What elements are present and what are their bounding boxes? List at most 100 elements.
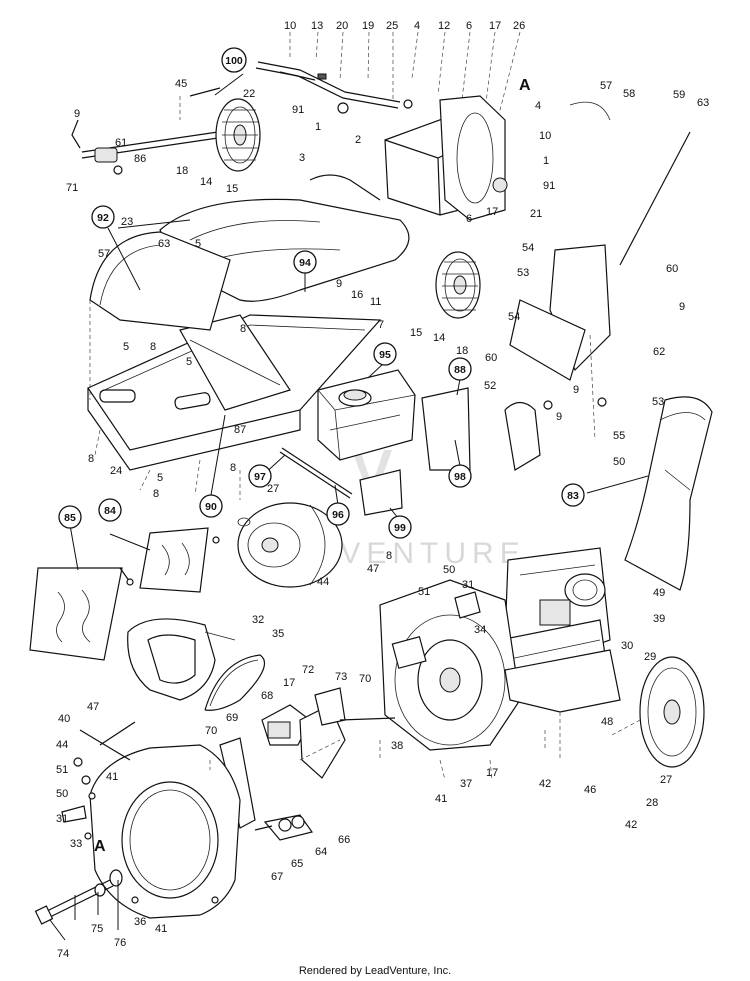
- part-number: 71: [66, 182, 78, 194]
- callout-83: 83: [561, 483, 585, 507]
- svg-text:92: 92: [97, 212, 109, 224]
- part-number: 8: [153, 488, 159, 500]
- part-number: 35: [272, 628, 284, 640]
- part-number: 3: [299, 152, 305, 164]
- part-number: 9: [336, 278, 342, 290]
- part-number: 38: [391, 740, 403, 752]
- part-number: 55: [613, 430, 625, 442]
- part-number: 52: [484, 380, 496, 392]
- svg-text:98: 98: [454, 471, 466, 483]
- part-number: 66: [338, 834, 350, 846]
- part-number: 49: [653, 587, 665, 599]
- part-number: 76: [114, 937, 126, 949]
- part-number: 60: [666, 263, 678, 275]
- part-number: 20: [336, 20, 348, 32]
- part-number: 4: [535, 100, 541, 112]
- part-number: 69: [226, 712, 238, 724]
- part-number: 68: [261, 690, 273, 702]
- drive-wheel-right: [435, 251, 481, 319]
- part-number: 27: [267, 483, 279, 495]
- part-number: 47: [87, 701, 99, 713]
- part-number: 42: [539, 778, 551, 790]
- part-number: 58: [623, 88, 635, 100]
- part-number: 63: [158, 238, 170, 250]
- part-number: 59: [673, 89, 685, 101]
- callout-90: 90: [199, 494, 223, 518]
- side-shroud: [89, 231, 231, 331]
- callout-95: 95: [373, 342, 397, 366]
- part-number: 27: [660, 774, 672, 786]
- part-number: 31: [56, 813, 68, 825]
- part-number: 18: [176, 165, 188, 177]
- part-number: 75: [91, 923, 103, 935]
- view-marker-a-bottom: A: [94, 838, 106, 855]
- svg-text:90: 90: [205, 501, 217, 513]
- part-number: 41: [155, 923, 167, 935]
- part-number: 73: [335, 671, 347, 683]
- part-number: 87: [234, 424, 246, 436]
- part-number: 6: [466, 20, 472, 32]
- part-number: 57: [600, 80, 612, 92]
- part-number: 44: [317, 576, 329, 588]
- svg-text:88: 88: [454, 364, 466, 376]
- part-number: 50: [443, 564, 455, 576]
- part-number: 53: [652, 396, 664, 408]
- part-number: 14: [200, 176, 212, 188]
- part-number: 19: [362, 20, 374, 32]
- part-number: 23: [121, 216, 133, 228]
- bag-small: [139, 527, 220, 593]
- part-number: 44: [56, 739, 68, 751]
- callout-85: 85: [58, 505, 82, 529]
- part-number: 28: [646, 797, 658, 809]
- auger-housing: [379, 579, 521, 751]
- part-number: 37: [460, 778, 472, 790]
- callout-97: 97: [248, 464, 272, 488]
- part-number: 12: [438, 20, 450, 32]
- belt-cover: [127, 618, 236, 701]
- part-number: 8: [230, 462, 236, 474]
- part-number: 22: [243, 88, 255, 100]
- part-number: 26: [513, 20, 525, 32]
- part-number: 8: [386, 550, 392, 562]
- part-number: 72: [302, 664, 314, 676]
- engine-mount: [504, 649, 621, 760]
- part-number: 24: [110, 465, 122, 477]
- part-number: 50: [56, 788, 68, 800]
- part-number: 86: [134, 153, 146, 165]
- part-number: 4: [414, 20, 420, 32]
- part-number: 54: [522, 242, 534, 254]
- svg-text:95: 95: [379, 349, 391, 361]
- part-number: 10: [284, 20, 296, 32]
- part-number: 11: [370, 296, 381, 308]
- part-number: 17: [486, 206, 498, 218]
- callout-88: 88: [448, 357, 472, 381]
- part-number: 60: [485, 352, 497, 364]
- discharge-chute: [504, 101, 713, 591]
- fuel-tank: [317, 369, 416, 461]
- part-number: 41: [106, 771, 118, 783]
- svg-text:85: 85: [64, 512, 76, 524]
- part-number: 61: [115, 137, 127, 149]
- part-number: 46: [584, 784, 596, 796]
- part-number: 15: [226, 183, 238, 195]
- part-number: 1: [543, 155, 549, 167]
- svg-text:99: 99: [394, 522, 406, 534]
- part-number: 1: [315, 121, 321, 133]
- part-number: 40: [58, 713, 70, 725]
- svg-text:96: 96: [332, 509, 344, 521]
- part-number-labels: 10 13 20 19 25 4 12 6 17 26 45 22 91 1 2…: [56, 20, 709, 960]
- part-number: 6: [466, 213, 472, 225]
- gear-housing: [384, 95, 508, 221]
- bag-large: [29, 567, 134, 661]
- part-number: 8: [150, 341, 156, 353]
- view-marker-a-top: A: [519, 77, 531, 94]
- part-number: 16: [351, 289, 363, 301]
- part-number: 15: [410, 327, 422, 339]
- frame-pan: [87, 314, 382, 471]
- part-number: 70: [359, 673, 371, 685]
- callout-96: 96: [326, 502, 350, 526]
- part-number: 54: [508, 311, 520, 323]
- part-number: 9: [679, 301, 685, 313]
- part-number: 17: [283, 677, 295, 689]
